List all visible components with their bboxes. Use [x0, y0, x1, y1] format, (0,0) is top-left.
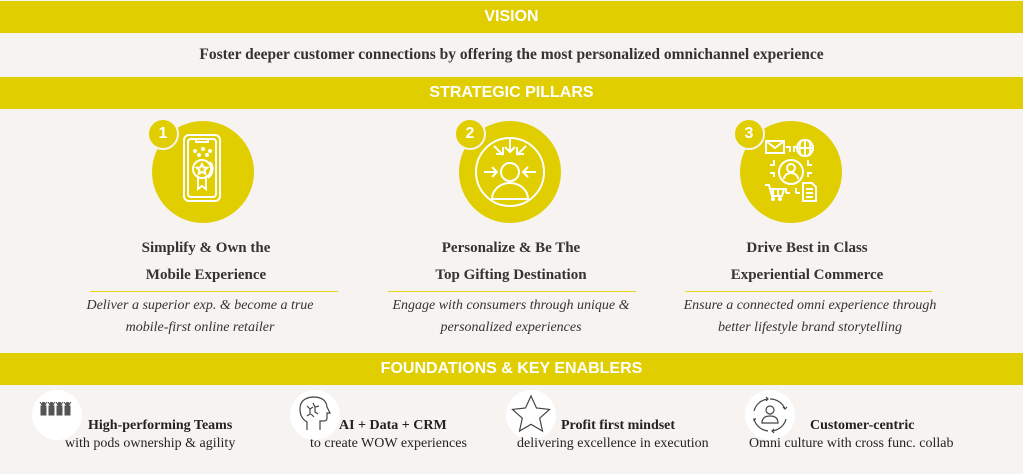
- enabler-description: with pods ownership & agility: [65, 436, 236, 451]
- pillar-number-badge: 2: [454, 118, 486, 150]
- pillar-title: Drive Best in Class Experiential Commerc…: [730, 240, 884, 283]
- pillar-description: Engage with consumers through unique & p…: [392, 298, 630, 335]
- pillar-divider: [685, 291, 932, 292]
- enabler-teams: High-performing Teams with pods ownershi…: [0, 385, 260, 474]
- enabler-title: Customer-centric: [810, 418, 915, 433]
- customer-cycle-icon: [745, 390, 795, 440]
- pillar-1: 1 Simplify & Own the Mobile Experience D…: [56, 109, 356, 353]
- pillar-description: Deliver a superior exp. & become a true …: [86, 298, 314, 335]
- enabler-title: AI + Data + CRM: [339, 418, 447, 433]
- foundations-header: FOUNDATIONS & KEY ENABLERS: [0, 353, 1023, 385]
- pillar-2: 2 Personalize & Be The Top Gifting Desti…: [361, 109, 661, 353]
- pillar-description: Ensure a connected omni experience throu…: [683, 298, 937, 335]
- enabler-ai-data-crm: AI + Data + CRM to create WOW experience…: [280, 385, 510, 474]
- pillar-divider: [90, 291, 338, 292]
- pillar-number-badge: 1: [147, 118, 179, 150]
- enabler-title: Profit first mindset: [561, 418, 676, 433]
- brain-head-icon: [290, 390, 340, 440]
- enabler-title: High-performing Teams: [88, 418, 233, 433]
- pillar-title: Personalize & Be The Top Gifting Destina…: [435, 240, 587, 283]
- team-people-icon: [32, 390, 82, 440]
- enabler-description: Omni culture with cross func. collab: [749, 436, 954, 451]
- pillar-divider: [388, 291, 636, 292]
- strategic-pillars-header: STRATEGIC PILLARS: [0, 77, 1023, 109]
- pillar-number-badge: 3: [733, 118, 765, 150]
- pillar-title: Simplify & Own the Mobile Experience: [141, 240, 271, 283]
- enabler-customer-centric: Customer-centric Omni culture with cross…: [740, 385, 1023, 474]
- pillar-3: 3 Drive Best in Class Experiential Comme…: [660, 109, 960, 353]
- vision-header: VISION: [0, 1, 1023, 33]
- enabler-description: to create WOW experiences: [310, 436, 467, 451]
- enabler-description: delivering excellence in execution: [517, 436, 709, 451]
- star-icon: [506, 390, 556, 440]
- vision-statement: Foster deeper customer connections by of…: [199, 46, 824, 63]
- enabler-profit: Profit first mindset delivering excellen…: [505, 385, 735, 474]
